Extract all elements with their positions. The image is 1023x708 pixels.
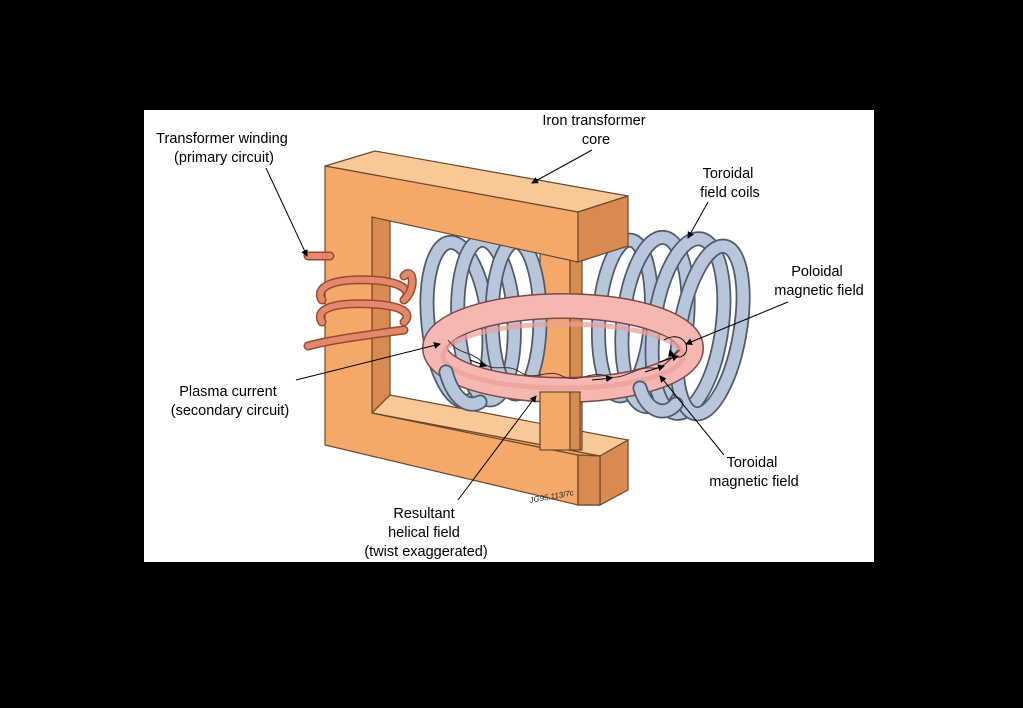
- label-transformer-winding: Transformer winding (primary circuit): [156, 131, 292, 166]
- iron-transformer-core-front: [324, 150, 629, 506]
- label-helical-field: Resultant helical field (twist exaggerat…: [364, 506, 487, 560]
- leader-lines: [265, 149, 789, 501]
- label-toroidal-coils: Toroidal field coils: [700, 166, 760, 201]
- transformer-winding: [303, 251, 417, 351]
- label-iron-core: Iron transformer core: [542, 113, 649, 148]
- label-toroidal-field: Toroidal magnetic field: [709, 455, 798, 490]
- toroidal-field-coils-front: [438, 364, 684, 419]
- label-poloidal-field: Poloidal magnetic field: [774, 264, 863, 299]
- label-plasma-current: Plasma current (secondary circuit): [171, 384, 289, 419]
